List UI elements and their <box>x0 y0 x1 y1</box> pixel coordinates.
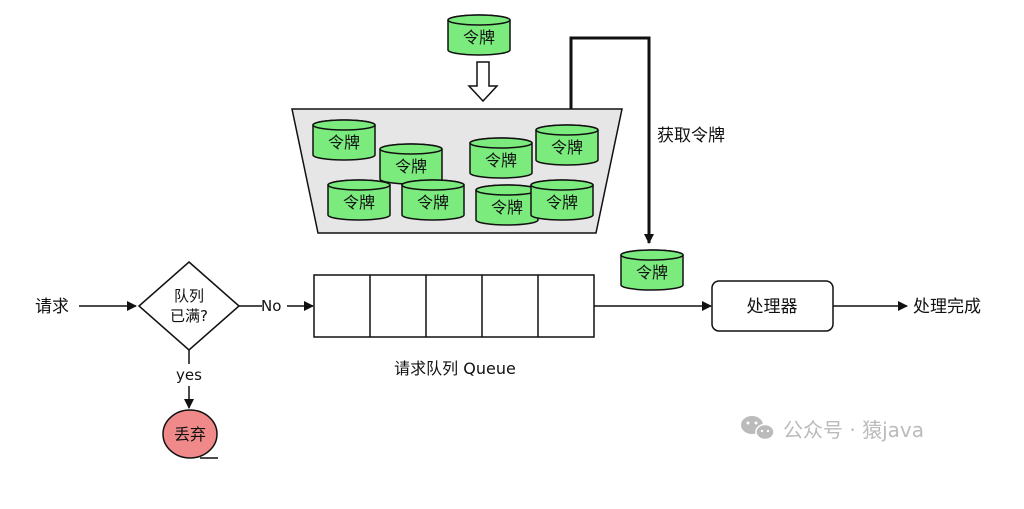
token-top <box>312 119 376 131</box>
token-top <box>379 143 443 155</box>
get-token-arrow <box>569 36 654 244</box>
bucket-token: 令牌 <box>312 119 376 161</box>
token-top <box>475 184 539 196</box>
bucket-token: 令牌 <box>327 179 391 221</box>
watermark: 公众号 · 猿java <box>741 416 924 442</box>
token-top <box>530 179 594 191</box>
queue-full-decision <box>137 261 241 351</box>
discard-label: 丢弃 <box>174 425 206 444</box>
queue-frame <box>313 274 595 338</box>
token-top <box>447 14 511 26</box>
decision-text-line2: 已满? <box>170 307 208 325</box>
token-top <box>401 179 465 191</box>
hollow-down-arrow-icon <box>467 61 499 103</box>
request-queue <box>313 274 595 338</box>
bucket-token: 令牌 <box>530 179 594 221</box>
incoming-token: 令牌 <box>447 14 511 56</box>
request-label: 请求 <box>35 297 69 317</box>
token-label: 令牌 <box>417 193 449 212</box>
token-label: 令牌 <box>463 28 495 47</box>
token-top <box>469 137 533 149</box>
watermark-text: 公众号 · 猿java <box>783 418 924 442</box>
get-token-label: 获取令牌 <box>657 126 725 146</box>
yes-label: yes <box>176 366 202 384</box>
bucket-token: 令牌 <box>475 184 539 226</box>
token-label: 令牌 <box>546 193 578 212</box>
queue-label: 请求队列 Queue <box>394 359 516 378</box>
token-top <box>327 179 391 191</box>
no-label: No <box>261 297 281 315</box>
token-label: 令牌 <box>551 138 583 157</box>
token-label: 令牌 <box>485 151 517 170</box>
processor-label: 处理器 <box>747 297 798 317</box>
discard-node <box>162 409 218 459</box>
wechat-icon <box>741 416 775 441</box>
bucket-token: 令牌 <box>379 143 443 185</box>
token-label: 令牌 <box>343 193 375 212</box>
bucket-token: 令牌 <box>535 124 599 166</box>
token-label: 令牌 <box>636 263 668 282</box>
taken-token: 令牌 <box>620 249 684 291</box>
token-top <box>535 124 599 136</box>
token-top <box>620 249 684 261</box>
done-label: 处理完成 <box>913 297 981 317</box>
bucket-token: 令牌 <box>469 137 533 179</box>
token-label: 令牌 <box>395 157 427 176</box>
token-label: 令牌 <box>328 133 360 152</box>
bucket-tokens: 令牌 令牌 令牌 令牌 令牌 令牌 令牌 令牌 <box>312 119 599 226</box>
decision-text-line1: 队列 <box>174 287 204 305</box>
bucket-token: 令牌 <box>401 179 465 221</box>
token-label: 令牌 <box>491 198 523 217</box>
